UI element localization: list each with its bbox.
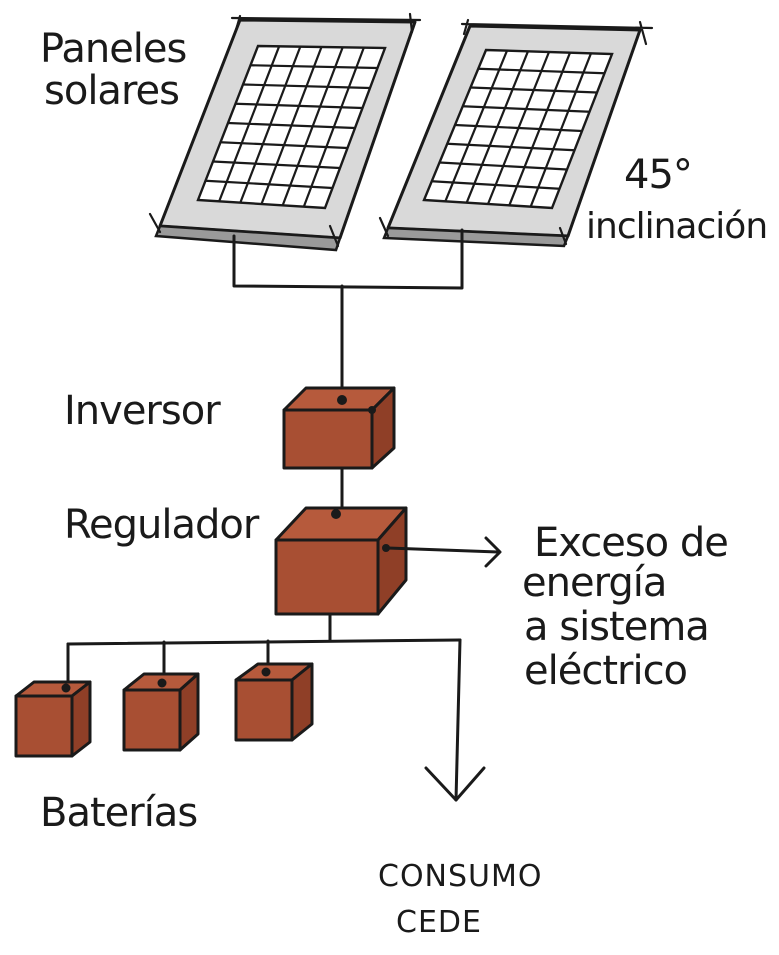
excess-label-line3: a sistema	[524, 604, 709, 650]
panel-grid-line	[212, 160, 341, 170]
panel-grid-line	[242, 83, 371, 90]
panel-grid-line	[227, 121, 356, 130]
panel-grid-line	[205, 179, 333, 190]
excess-label-line4: eléctrico	[524, 648, 687, 694]
excess-label-line1: Exceso de	[534, 520, 728, 566]
excess-energy-arrow	[386, 536, 502, 568]
panels-label-line2: solares	[44, 68, 179, 114]
panel-grid-line	[439, 161, 568, 171]
angle-value-label: 45°	[624, 152, 692, 198]
panel-grid-line	[235, 102, 363, 110]
panels-label-line1: Paneles	[40, 26, 186, 72]
panel-grid-line	[454, 123, 583, 133]
inverter-label: Inversor	[64, 388, 221, 434]
consumption-arrow	[424, 766, 486, 802]
solar-panel-right	[378, 18, 654, 248]
panel-wiring	[232, 228, 464, 400]
angle-word-label: inclinación	[586, 206, 767, 247]
excess-label-line2: energía	[522, 560, 666, 606]
battery-2	[122, 672, 200, 752]
regulator-label: Regulador	[64, 502, 260, 548]
solar-panel-left	[148, 12, 422, 252]
battery-1	[14, 680, 92, 758]
panel-grid-line	[431, 180, 560, 190]
panel-grid-line	[447, 142, 575, 152]
consumption-label-line1: CONSUMO	[378, 859, 543, 894]
panel-grid-line	[470, 86, 598, 94]
regulator-box	[274, 506, 408, 616]
consumption-label-line2: CEDE	[396, 905, 482, 940]
panel-grid-line	[250, 64, 378, 70]
panel-grid-line	[462, 105, 590, 113]
panel-grid-line	[478, 67, 605, 75]
inverter-box	[282, 386, 396, 470]
battery-3	[234, 662, 314, 742]
panel-grid-line	[220, 141, 348, 150]
batteries-label: Baterías	[40, 790, 197, 836]
